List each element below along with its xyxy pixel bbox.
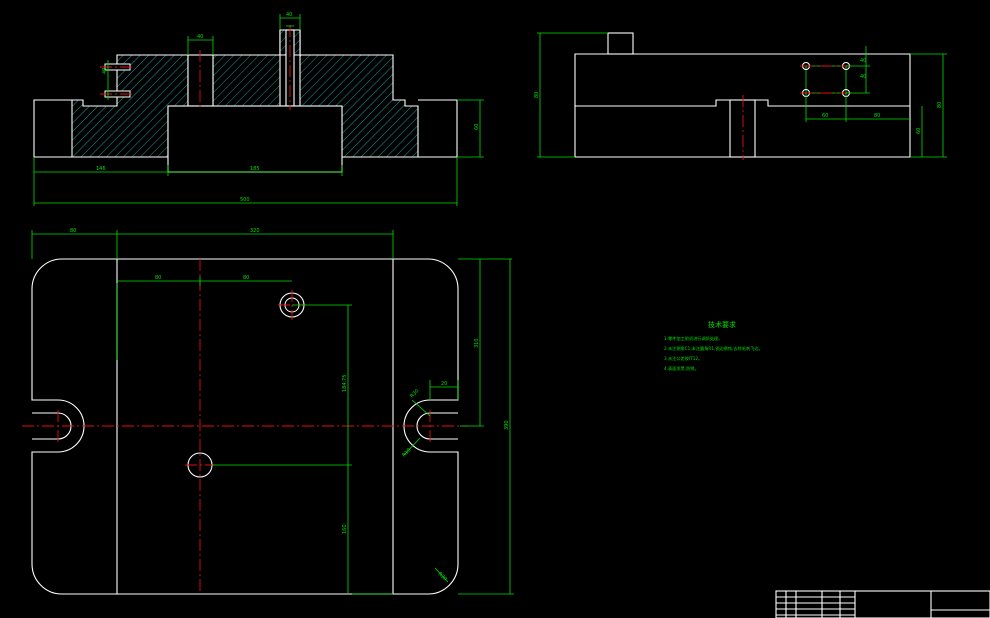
dim-side-right-lower: 60	[916, 128, 922, 134]
dim-hole-offset: 60	[822, 113, 828, 119]
side-view: 80 80 60 40 40 60 80	[534, 32, 947, 160]
side-dimensions: 80 80 60 40 40 60 80	[534, 32, 947, 158]
dim-hole-pitch-v: 40	[860, 58, 866, 64]
plan-dimensions: 80 320 80 80 184.75 160 310 390 20	[31, 228, 514, 595]
dim-hole-x2: 80	[243, 275, 249, 281]
dim-left-segment: 146	[96, 166, 106, 172]
plan-outline	[31, 258, 459, 595]
dim-corner-radius: R30	[437, 571, 448, 582]
notes-title: 技术要求	[708, 320, 736, 329]
dim-center-segment: 185	[250, 166, 260, 172]
dim-plan-overall-height: 390	[504, 420, 510, 430]
notes-line-3: 3.未注公差按IT12。	[664, 355, 702, 362]
dim-top-slot-width: 40	[197, 34, 203, 40]
dim-hole-pitch-v2: 40	[860, 74, 866, 80]
dim-front-height: 60	[474, 124, 480, 130]
dim-overall-width: 500	[240, 197, 250, 203]
title-block	[775, 590, 990, 618]
dim-side-right-height: 80	[937, 102, 943, 108]
technical-notes: 技术要求 1.零件加工前须进行调质处理。 2.未注倒角C1,未注圆角R1,锐边倒…	[664, 320, 763, 372]
dim-plan-top-width: 320	[250, 228, 260, 234]
dim-slot-radius: R30	[409, 388, 420, 399]
dim-plan-left-offset: 80	[70, 228, 76, 234]
dim-hole-pitch-h: 80	[874, 113, 880, 119]
dim-vert-upper: 184.75	[342, 375, 348, 393]
dim-right-height: 310	[474, 338, 480, 348]
notes-line-1: 1.零件加工前须进行调质处理。	[664, 335, 722, 342]
front-section-view: 40 40 40 60 146 185 500	[33, 12, 484, 206]
notes-line-4: 4.表面发黑,防锈。	[664, 365, 699, 372]
plan-view: 80 320 80 80 184.75 160 310 390 20	[22, 228, 514, 595]
dim-slot-radius-2: R10	[401, 447, 412, 458]
notes-line-2: 2.未注倒角C1,未注圆角R1,锐边倒钝,去除毛刺飞边。	[664, 345, 763, 352]
dim-hole-x1: 80	[155, 275, 161, 281]
dim-vert-lower: 160	[342, 524, 348, 534]
dim-boss-width: 40	[286, 12, 292, 18]
dim-bolt-spacing: 40	[102, 68, 108, 74]
dim-side-overall-height: 80	[534, 92, 540, 98]
dim-slot-width: 20	[441, 381, 447, 387]
front-dimensions: 40 40 40 60 146 185 500	[33, 12, 484, 206]
